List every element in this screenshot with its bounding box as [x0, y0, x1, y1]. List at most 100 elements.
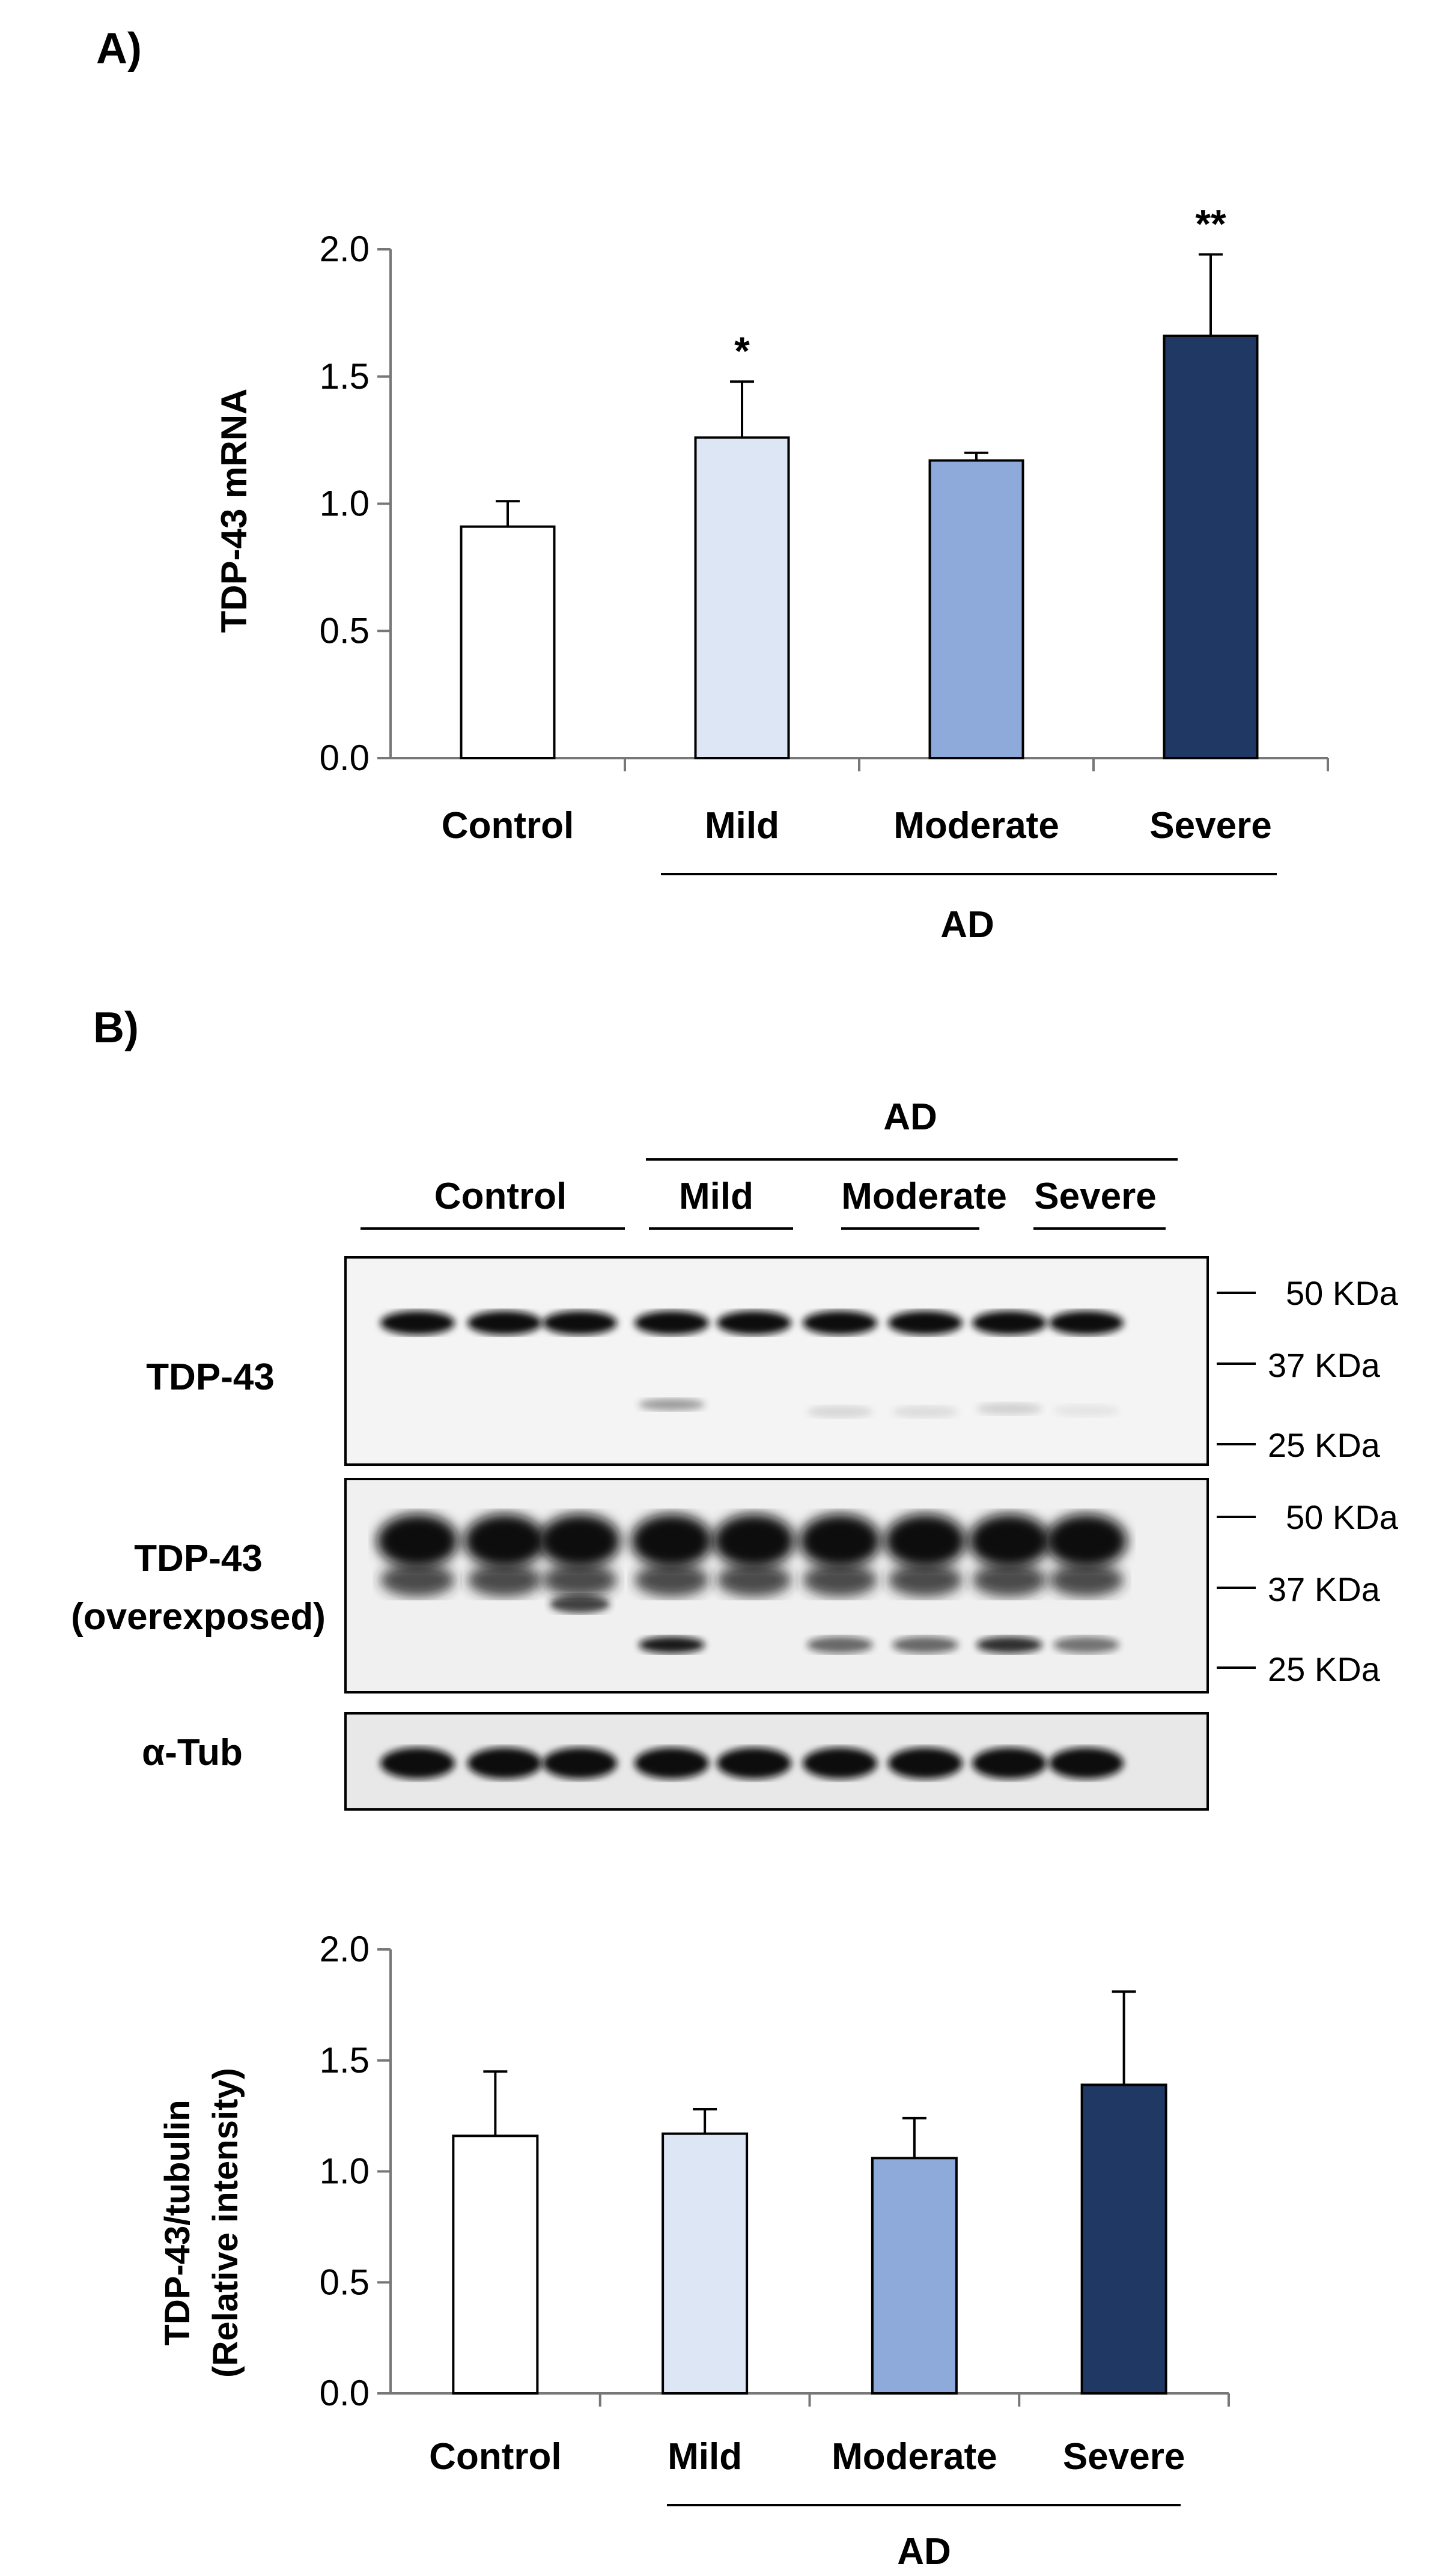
blot-band-smear — [888, 1563, 963, 1597]
blot-band — [543, 1748, 617, 1779]
blot-band-smear — [803, 1563, 877, 1597]
panel-a-label: A) — [96, 25, 142, 73]
chart-b: TDP-43/tubulin (Relative intensity) 0.0 0… — [158, 1929, 1230, 2572]
blot-band-low — [976, 1636, 1042, 1653]
chart-a-group-label: AD — [940, 904, 994, 946]
bands-overexposed — [377, 1514, 1127, 1653]
blot-band-low — [807, 1636, 873, 1653]
blot-band-smear — [634, 1563, 709, 1597]
blot-band — [972, 1748, 1047, 1779]
bar-moderate — [928, 459, 1024, 759]
y-tick-label: 0.0 — [320, 738, 370, 778]
blot-row-tdp43-over: TDP-43 — [134, 1538, 263, 1579]
blot-band-faint — [976, 1403, 1042, 1415]
marker-50-top: 50 KDa — [1286, 1274, 1399, 1312]
blot-row-tdp43: TDP-43 — [146, 1356, 275, 1398]
x-category-label: Control — [429, 2436, 561, 2477]
blot-band — [539, 1514, 621, 1568]
blot-band — [799, 1514, 881, 1568]
bar-mild — [694, 436, 790, 759]
x-category-label: Severe — [1149, 805, 1271, 846]
blot-band-faint — [1053, 1405, 1119, 1417]
blot-band-low — [1053, 1636, 1119, 1653]
blot-band-smear — [1049, 1563, 1124, 1597]
blot-band-faint — [807, 1406, 873, 1418]
blot-band-smear — [972, 1563, 1047, 1597]
chart-b-ylabel-line1: TDP-43/tubulin — [158, 2100, 197, 2345]
x-category-label: Control — [442, 805, 574, 846]
blot-lane-severe: Severe — [1034, 1176, 1156, 1217]
blot-band — [634, 1748, 709, 1779]
bar-moderate — [871, 2157, 958, 2395]
blot-band — [1045, 1514, 1127, 1568]
blot-band-faint — [639, 1399, 705, 1411]
blot-band — [467, 1311, 542, 1335]
blot-band — [464, 1514, 546, 1568]
bar-severe — [1080, 2083, 1167, 2395]
y-tick-label: 0.5 — [320, 2262, 370, 2302]
blot-strip-tdp43 — [344, 1256, 1209, 1466]
bands-tdp43 — [380, 1311, 1124, 1418]
blot-band — [803, 1748, 877, 1779]
y-tick-label: 2.0 — [320, 229, 370, 269]
chart-a-ylabel: TDP-43 mRNA — [214, 389, 254, 633]
blot-band — [634, 1311, 709, 1335]
blot-band-faint — [892, 1406, 958, 1418]
y-tick-label: 1.0 — [320, 484, 370, 524]
blot-band — [969, 1514, 1050, 1568]
blot-band — [377, 1514, 458, 1568]
y-tick-label: 1.5 — [320, 356, 370, 396]
significance-marker: * — [734, 329, 750, 373]
blot-band — [380, 1311, 455, 1335]
marker-50-over: 50 KDa — [1286, 1498, 1399, 1536]
blot-band — [803, 1311, 877, 1335]
marker-25-top: 25 KDa — [1268, 1426, 1381, 1464]
blot-lane-mild: Mild — [679, 1176, 753, 1217]
blot-band — [1049, 1748, 1124, 1779]
marker-37-over: 37 KDa — [1268, 1570, 1381, 1608]
blot-band — [972, 1311, 1047, 1335]
bar-control — [460, 525, 556, 759]
blot-band — [543, 1311, 617, 1335]
x-category-label: Severe — [1063, 2436, 1185, 2477]
bar-severe — [1163, 334, 1259, 759]
blot-band-smear — [717, 1563, 791, 1597]
y-tick-label: 0.0 — [320, 2373, 370, 2413]
blot-row-tubulin: α-Tub — [142, 1732, 243, 1773]
blot-band — [631, 1514, 713, 1568]
y-tick-label: 0.5 — [320, 610, 370, 651]
marker-25-over: 25 KDa — [1268, 1650, 1381, 1688]
bands-tubulin — [380, 1748, 1124, 1779]
blot-band — [467, 1748, 542, 1779]
blot-band — [888, 1748, 963, 1779]
blot-band — [1049, 1311, 1124, 1335]
bar-control — [452, 2134, 539, 2395]
blot-band — [717, 1748, 791, 1779]
blot-band — [713, 1514, 795, 1568]
significance-marker: ** — [1195, 201, 1226, 246]
x-category-label: Mild — [705, 805, 779, 846]
blot-band — [717, 1311, 791, 1335]
blot-band — [884, 1514, 966, 1568]
y-tick-label: 2.0 — [320, 1929, 370, 1969]
blot-band — [888, 1311, 963, 1335]
panel-b-label: B) — [93, 1004, 139, 1052]
y-tick-label: 1.5 — [320, 2040, 370, 2080]
blot-lane-control: Control — [434, 1176, 567, 1217]
blot-band-smear — [380, 1563, 455, 1597]
blot-band — [550, 1595, 610, 1613]
blot-lane-moderate: Moderate — [841, 1176, 1007, 1217]
blot-band — [380, 1748, 455, 1779]
blot-band-low — [639, 1636, 705, 1653]
blot-group-label: AD — [883, 1096, 937, 1138]
chart-b-ylabel-line2: (Relative intensity) — [206, 2068, 245, 2378]
chart-b-group-label: AD — [897, 2531, 951, 2572]
blot-band-smear — [467, 1563, 542, 1597]
x-category-label: Moderate — [832, 2436, 997, 2477]
western-blot: AD Control Mild Moderate Severe TDP-43 T… — [71, 1096, 1399, 1811]
y-tick-label: 1.0 — [320, 2151, 370, 2192]
x-category-label: Mild — [668, 2436, 742, 2477]
marker-37-top: 37 KDa — [1268, 1346, 1381, 1384]
